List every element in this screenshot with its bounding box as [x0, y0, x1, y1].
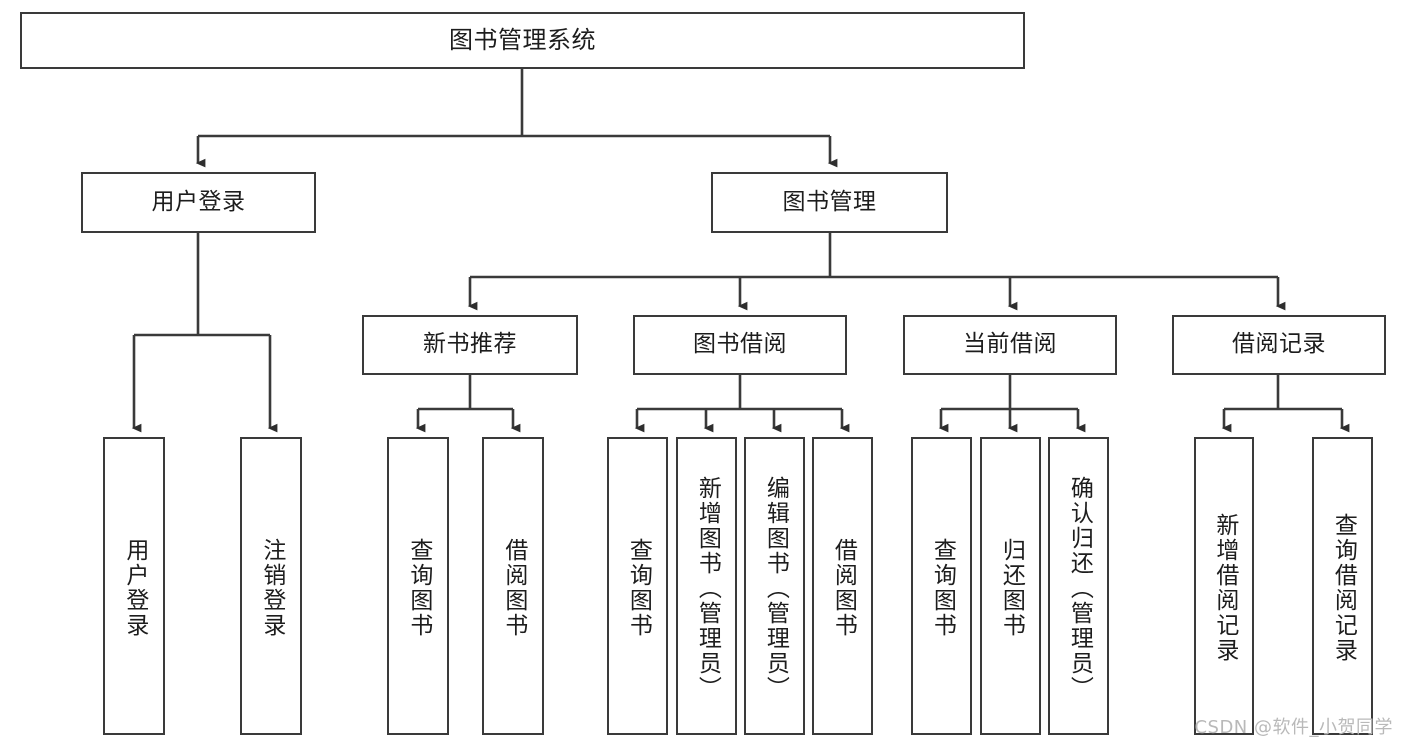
- node-leaf-add-book-label: 新增图书（管理员）: [694, 475, 721, 701]
- node-leaf-borrow-book-2-label: 借阅图书: [830, 538, 857, 638]
- node-leaf-add-record[interactable]: 新增借阅记录: [1194, 437, 1254, 735]
- node-book-manage-label: 图书管理: [782, 188, 877, 215]
- node-book-manage[interactable]: 图书管理: [711, 172, 948, 233]
- node-leaf-query-book-3-label: 查询图书: [929, 538, 956, 638]
- node-leaf-query-book-1[interactable]: 查询图书: [387, 437, 449, 735]
- node-leaf-edit-book-label: 编辑图书（管理员）: [762, 475, 789, 701]
- node-leaf-user-login[interactable]: 用户登录: [103, 437, 165, 735]
- node-book-borrow[interactable]: 图书借阅: [633, 315, 847, 375]
- node-leaf-return-book[interactable]: 归还图书: [980, 437, 1041, 735]
- node-user-login[interactable]: 用户登录: [81, 172, 316, 233]
- node-root-label: 图书管理系统: [449, 26, 596, 55]
- watermark: CSDN @软件_小贺同学: [1194, 717, 1393, 738]
- node-leaf-borrow-book-2[interactable]: 借阅图书: [812, 437, 873, 735]
- node-leaf-query-record-label: 查询借阅记录: [1330, 513, 1357, 663]
- node-current-borrow-label: 当前借阅: [963, 331, 1057, 358]
- node-leaf-borrow-book-1[interactable]: 借阅图书: [482, 437, 544, 735]
- node-leaf-query-book-2[interactable]: 查询图书: [607, 437, 668, 735]
- node-borrow-record-label: 借阅记录: [1232, 331, 1326, 358]
- node-leaf-query-book-3[interactable]: 查询图书: [911, 437, 972, 735]
- node-borrow-record[interactable]: 借阅记录: [1172, 315, 1386, 375]
- node-new-book-recommend-label: 新书推荐: [423, 331, 517, 358]
- node-root[interactable]: 图书管理系统: [20, 12, 1025, 69]
- node-leaf-logout-login[interactable]: 注销登录: [240, 437, 302, 735]
- node-leaf-edit-book[interactable]: 编辑图书（管理员）: [744, 437, 805, 735]
- node-leaf-user-login-label: 用户登录: [121, 538, 148, 638]
- node-leaf-add-book[interactable]: 新增图书（管理员）: [676, 437, 737, 735]
- node-leaf-query-record[interactable]: 查询借阅记录: [1312, 437, 1373, 735]
- node-leaf-query-book-1-label: 查询图书: [405, 538, 432, 638]
- node-leaf-return-book-label: 归还图书: [998, 538, 1025, 638]
- node-leaf-borrow-book-1-label: 借阅图书: [500, 538, 527, 638]
- node-new-book-recommend[interactable]: 新书推荐: [362, 315, 578, 375]
- node-book-borrow-label: 图书借阅: [693, 331, 787, 358]
- node-leaf-confirm-return-label: 确认归还（管理员）: [1066, 475, 1093, 701]
- node-leaf-add-record-label: 新增借阅记录: [1211, 513, 1238, 663]
- node-leaf-logout-login-label: 注销登录: [258, 538, 285, 638]
- node-current-borrow[interactable]: 当前借阅: [903, 315, 1117, 375]
- node-user-login-label: 用户登录: [151, 188, 246, 215]
- node-leaf-query-book-2-label: 查询图书: [625, 538, 652, 638]
- node-leaf-confirm-return[interactable]: 确认归还（管理员）: [1048, 437, 1109, 735]
